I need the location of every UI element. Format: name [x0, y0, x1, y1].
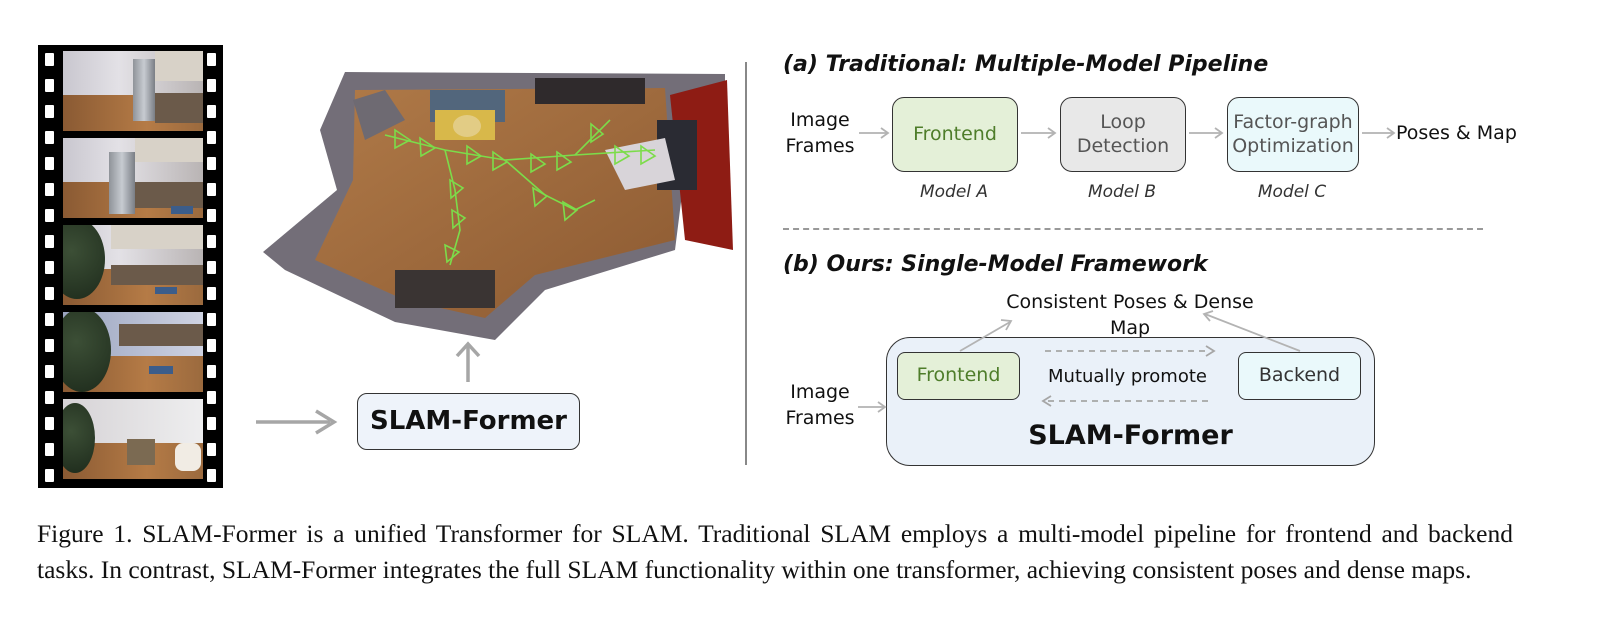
dense-map-reconstruction: [245, 60, 735, 345]
model-b-label: Model B: [1057, 182, 1187, 202]
sprocket-hole: [207, 287, 216, 300]
sprocket-hole: [45, 209, 54, 222]
panel-b-input-line2: Frames: [780, 406, 860, 432]
sprocket-hole: [45, 339, 54, 352]
panel-divider: [745, 62, 747, 465]
panel-a-input-line2: Frames: [780, 134, 860, 160]
sprocket-hole: [207, 391, 216, 404]
sprocket-hole: [45, 261, 54, 274]
sprocket-hole: [207, 261, 216, 274]
sprocket-hole: [207, 235, 216, 248]
slam-former-label: SLAM-Former: [370, 405, 567, 438]
sprocket-hole: [45, 365, 54, 378]
sprocket-hole: [207, 339, 216, 352]
panel-a-input-line1: Image: [780, 108, 860, 134]
sprocket-hole: [45, 131, 54, 144]
figure-caption: Figure 1. SLAM-Former is a unified Trans…: [37, 516, 1513, 588]
panel-b-arrows: [850, 305, 1370, 430]
frame-4: [63, 312, 203, 392]
panel-b-input-label: Image Frames: [780, 380, 860, 431]
frame-1: [63, 51, 203, 131]
sprocket-hole: [207, 105, 216, 118]
sprocket-hole: [45, 469, 54, 482]
frames-to-model-arrow: [250, 405, 345, 439]
sprocket-hole: [207, 365, 216, 378]
sprocket-hole: [207, 209, 216, 222]
panel-separator: [783, 228, 1483, 230]
sprocket-hole: [207, 313, 216, 326]
sprocket-hole: [45, 157, 54, 170]
sprocket-hole: [45, 235, 54, 248]
sprocket-hole: [207, 131, 216, 144]
panel-a-input-label: Image Frames: [780, 108, 860, 159]
sprocket-hole: [45, 105, 54, 118]
sprocket-hole: [45, 79, 54, 92]
panel-a-heading: (a) Traditional: Multiple-Model Pipeline: [783, 52, 1268, 77]
frame-2: [63, 138, 203, 218]
sprocket-hole: [45, 391, 54, 404]
sprocket-hole: [207, 157, 216, 170]
sprocket-hole: [45, 417, 54, 430]
sprocket-hole: [207, 443, 216, 456]
image-frames-filmstrip: [38, 45, 223, 488]
sprocket-hole: [207, 53, 216, 66]
sprocket-hole: [207, 183, 216, 196]
sprocket-hole: [207, 469, 216, 482]
panel-b-heading: (b) Ours: Single-Model Framework: [783, 252, 1208, 277]
panel-a-output-label: Poses & Map: [1396, 121, 1517, 147]
sprocket-hole: [45, 183, 54, 196]
sprocket-hole: [207, 417, 216, 430]
model-a-label: Model A: [889, 182, 1019, 202]
slam-former-box: SLAM-Former: [357, 393, 580, 450]
sprocket-hole: [45, 313, 54, 326]
sprocket-hole: [45, 53, 54, 66]
sprocket-hole: [45, 287, 54, 300]
model-to-map-arrow: [452, 340, 484, 384]
sprocket-hole: [207, 79, 216, 92]
model-c-label: Model C: [1227, 182, 1357, 202]
sprocket-hole: [45, 443, 54, 456]
frame-3: [63, 225, 203, 305]
panel-b-input-line1: Image: [780, 380, 860, 406]
frame-5: [63, 399, 203, 479]
panel-a-arrows: [855, 120, 1400, 150]
